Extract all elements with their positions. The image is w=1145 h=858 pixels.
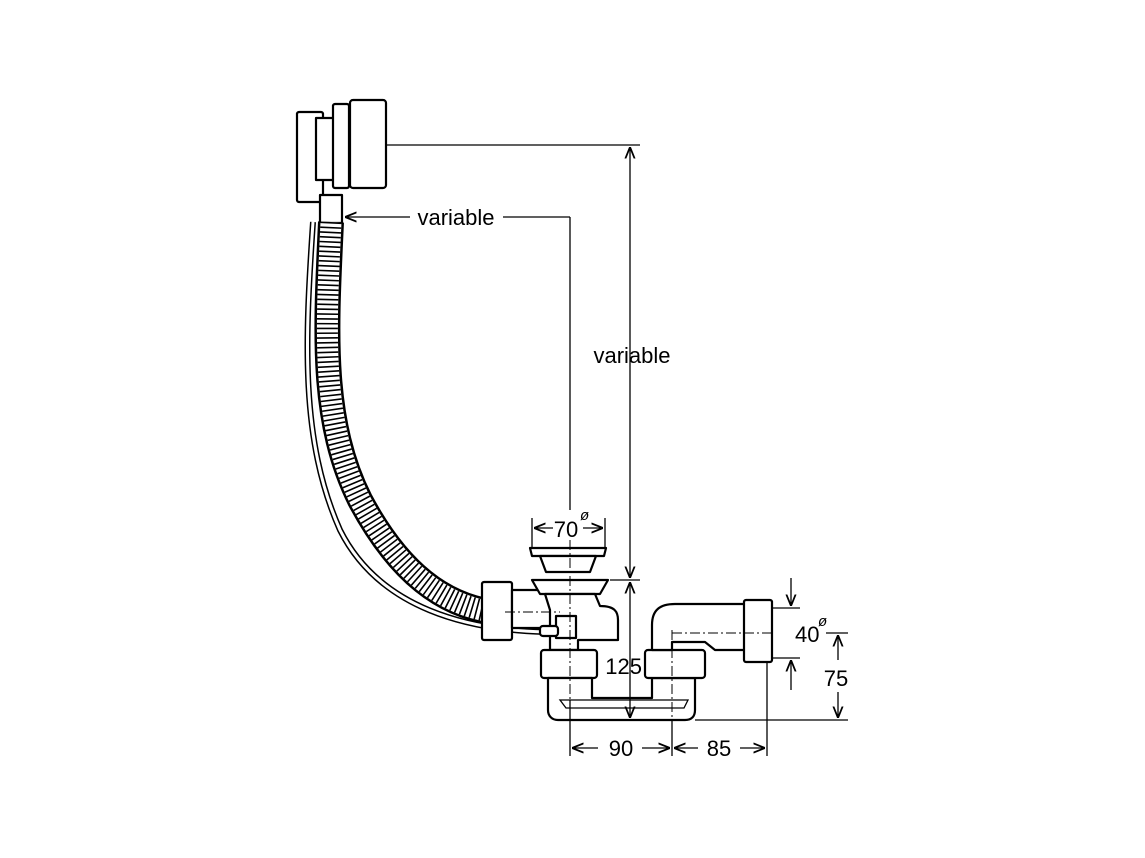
corrugated-hose	[304, 221, 546, 635]
plug-diameter-symbol: ø	[580, 507, 589, 524]
trap	[546, 598, 774, 722]
outlet-offset-label: 85	[707, 736, 731, 761]
drain-valve	[480, 546, 620, 680]
vertical-height-label: variable	[593, 343, 670, 368]
drain-height-label: 125	[605, 654, 642, 679]
trap-width-label: 90	[609, 736, 633, 761]
horizontal-offset-label: variable	[417, 205, 494, 230]
outlet-diameter-label: 40	[795, 622, 819, 647]
plug-diameter-label: 70	[554, 517, 578, 542]
outlet-height-label: 75	[824, 666, 848, 691]
dimension-lines	[345, 144, 848, 756]
overflow-head	[295, 98, 388, 225]
outlet-diameter-symbol: ø	[818, 613, 827, 630]
